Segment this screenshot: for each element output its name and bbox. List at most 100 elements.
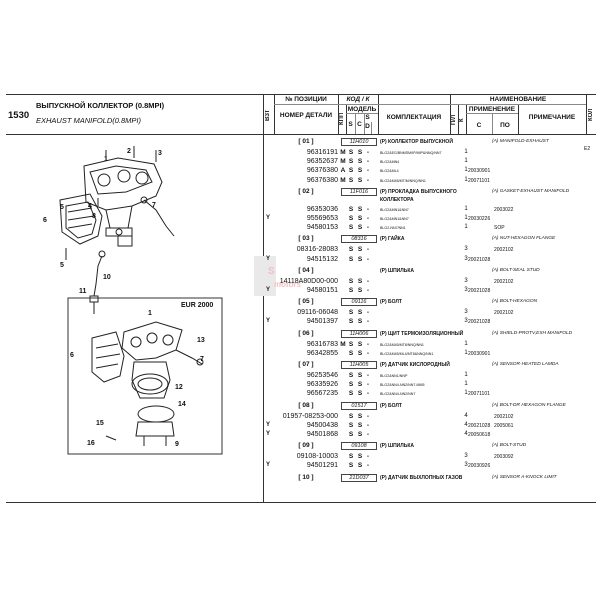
header-usage-border (466, 113, 518, 114)
header-top-border (6, 94, 596, 95)
row-date-to: 2003022 (494, 206, 514, 213)
row-model-s: S (348, 390, 354, 398)
row-komplektaciya: BLG2-NN7/NN1 (380, 226, 406, 231)
row-komplektaciya: BLG2&ML4 (380, 169, 399, 174)
group-code: 11H010 (341, 138, 377, 146)
inset-callout-1: 1 (148, 310, 152, 317)
group-code: 11H005 (341, 361, 377, 369)
row-komplektaciya: BLG2&NN4-NN2/NN7 (380, 392, 416, 397)
group-name-en: (A) NUT-HEXAGON FLANGE (492, 236, 556, 242)
row-model-d: - (366, 287, 370, 294)
row-y-flag: Y (266, 255, 271, 262)
row-date-from: 20021028 (468, 422, 491, 429)
inset-callout-6: 6 (70, 352, 74, 359)
group-position: [ 02 ] (298, 187, 314, 195)
row-model-c: S (357, 176, 363, 184)
row-date-from: 20030901 (468, 350, 491, 357)
group-position: [ 09 ] (298, 442, 314, 450)
part-number: 94515132 (306, 255, 338, 263)
row-model-s: S (348, 431, 354, 438)
part-number: 94580151 (306, 287, 338, 294)
row-model-d: - (366, 158, 370, 166)
row-date-to: 2002102 (494, 247, 514, 254)
row-date-to: SOP (494, 225, 505, 232)
row-komplektaciya: BLG2&NN1/NNP (380, 374, 408, 378)
row-qty: 1 (464, 349, 468, 356)
col-sep (274, 94, 275, 134)
row-qty: 1 (464, 149, 468, 155)
row-model-d: - (366, 421, 370, 429)
part-number: 95569653 (306, 215, 338, 222)
row-model-s: S (348, 453, 354, 461)
group-note: E2 (584, 146, 591, 152)
group-name-en: (A) BOLT-HEXAGON (492, 299, 538, 305)
part-number: 96376380 (306, 167, 338, 175)
row-qty: 1 (464, 340, 468, 347)
col-sep (364, 113, 365, 134)
group-position: [ 08 ] (298, 401, 314, 409)
row-model-d: - (366, 277, 370, 285)
part-number: 94580153 (306, 224, 338, 232)
row-model-d: - (366, 349, 370, 357)
row-date-from: 20030926 (468, 463, 491, 470)
row-model-s: S (348, 255, 354, 263)
group-name-ru: (Р) ДАТЧИК КИСЛОРОДНЫЙ (380, 362, 450, 368)
callout-6: 6 (43, 217, 47, 224)
row-qty: 3 (464, 453, 468, 460)
row-qty: 3 (464, 287, 468, 293)
row-model-c: S (357, 381, 363, 389)
row-y-flag: Y (266, 287, 271, 293)
group-name-en: (A) SENSOR A-KNOCK LIMIT (492, 474, 557, 480)
row-kpp: M (340, 149, 346, 156)
callout-3: 3 (158, 150, 162, 157)
row-model-s: S (348, 309, 354, 317)
row-model-s: S (348, 287, 354, 294)
row-model-c: S (357, 246, 363, 254)
callout-4: 4 (88, 203, 92, 210)
callout-8: 8 (92, 213, 96, 220)
row-model-c: S (357, 412, 363, 420)
header-bottom-border (6, 134, 596, 135)
col-sep (346, 104, 347, 134)
col-header-pl: П/Л (451, 114, 457, 126)
col-sep (466, 104, 467, 134)
callout-2: 2 (127, 148, 131, 155)
col-header-c: C (357, 121, 362, 128)
row-y-flag: Y (266, 215, 271, 221)
inset-callout-16: 16 (87, 440, 95, 447)
row-model-d: - (366, 412, 370, 420)
group-position: [ 05 ] (298, 298, 314, 306)
row-model-s: S (348, 318, 354, 326)
row-date-to: 2002102 (494, 310, 514, 317)
group-code: 08316 (341, 235, 377, 244)
row-model-c: S (357, 215, 363, 222)
col-header-position: № ПОЗИЦИИ (285, 96, 327, 103)
col-sep (338, 94, 339, 134)
row-qty: 4 (464, 431, 468, 437)
group-code: 09108 (341, 442, 377, 451)
part-number: 96567235 (306, 390, 338, 398)
part-number: 09108-10003 (296, 453, 338, 461)
col-header-kod: КОД / К (346, 96, 370, 103)
row-model-d: - (366, 381, 370, 389)
col-header-k: К (459, 118, 465, 122)
row-date-to: 2002102 (494, 413, 514, 420)
row-kpp: A (340, 167, 346, 175)
group-position: [ 04 ] (298, 266, 314, 274)
col-sep (458, 104, 459, 134)
page-title-ru: ВЫПУСКНОЙ КОЛЛЕКТОР (0.8MPI) (36, 101, 165, 110)
group-name-ru: (Р) ШПИЛЬКА (380, 267, 415, 274)
part-number: 96353036 (306, 205, 338, 213)
part-number: 96376380 (306, 176, 338, 184)
row-model-s: S (348, 381, 354, 389)
row-model-c: S (357, 224, 363, 232)
row-y-flag: Y (266, 318, 271, 325)
row-model-s: S (348, 421, 354, 429)
part-number: 14118A80D00-000 (279, 277, 338, 285)
part-number: 96352637 (306, 158, 338, 166)
row-model-c: S (357, 309, 363, 317)
col-sep (355, 113, 356, 134)
row-komplektaciya: BLG2&EG/BNMSM/IP/IMP&NNQ/NN7 (380, 151, 442, 155)
row-komplektaciya: BLG2&MN4 (380, 160, 400, 165)
inset-callout-13: 13 (197, 337, 205, 344)
